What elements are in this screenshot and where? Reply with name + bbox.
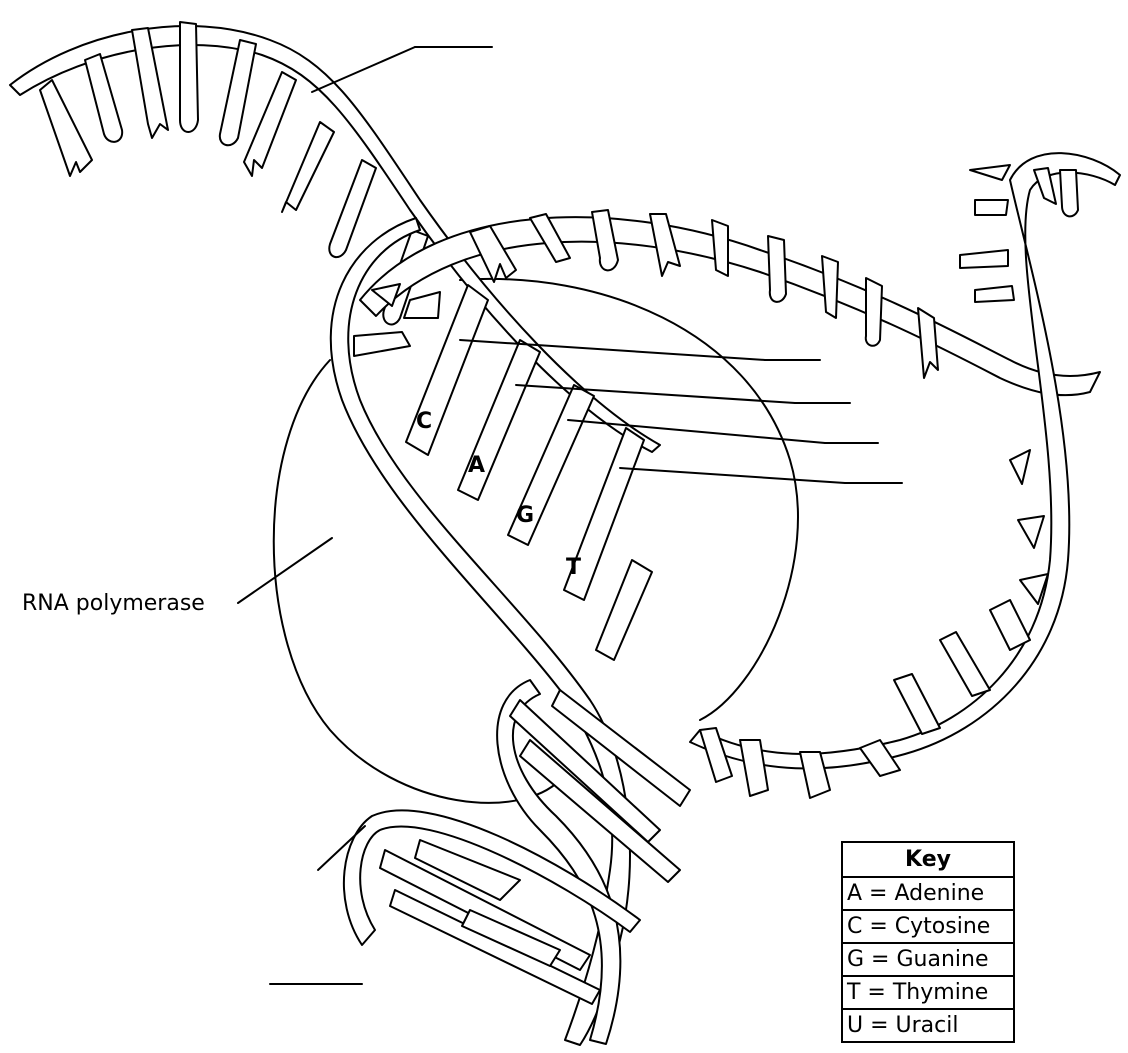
- key-entry-cytosine: C = Cytosine: [843, 911, 1013, 944]
- key-title: Key: [843, 843, 1013, 878]
- leader-base-1: [460, 340, 765, 360]
- key-entry-adenine: A = Adenine: [843, 878, 1013, 911]
- leader-rna-polymerase: [238, 538, 332, 603]
- leader-base-4: [620, 468, 845, 483]
- leader-base-2: [516, 385, 795, 403]
- rna-polymerase-label: RNA polymerase: [22, 591, 205, 616]
- base-letter-a: A: [468, 453, 485, 478]
- base-letter-t: T: [566, 555, 581, 580]
- key-entry-guanine: G = Guanine: [843, 944, 1013, 977]
- dna-lower-helix: [344, 680, 690, 1044]
- leader-base-3: [568, 420, 825, 443]
- key-entry-thymine: T = Thymine: [843, 977, 1013, 1010]
- base-letter-g: G: [516, 503, 534, 528]
- base-letter-c: C: [416, 409, 432, 434]
- key-entry-uracil: U = Uracil: [843, 1010, 1013, 1041]
- key-legend: Key A = Adenine C = Cytosine G = Guanine…: [841, 841, 1015, 1043]
- leader-rna-strand: [312, 47, 415, 92]
